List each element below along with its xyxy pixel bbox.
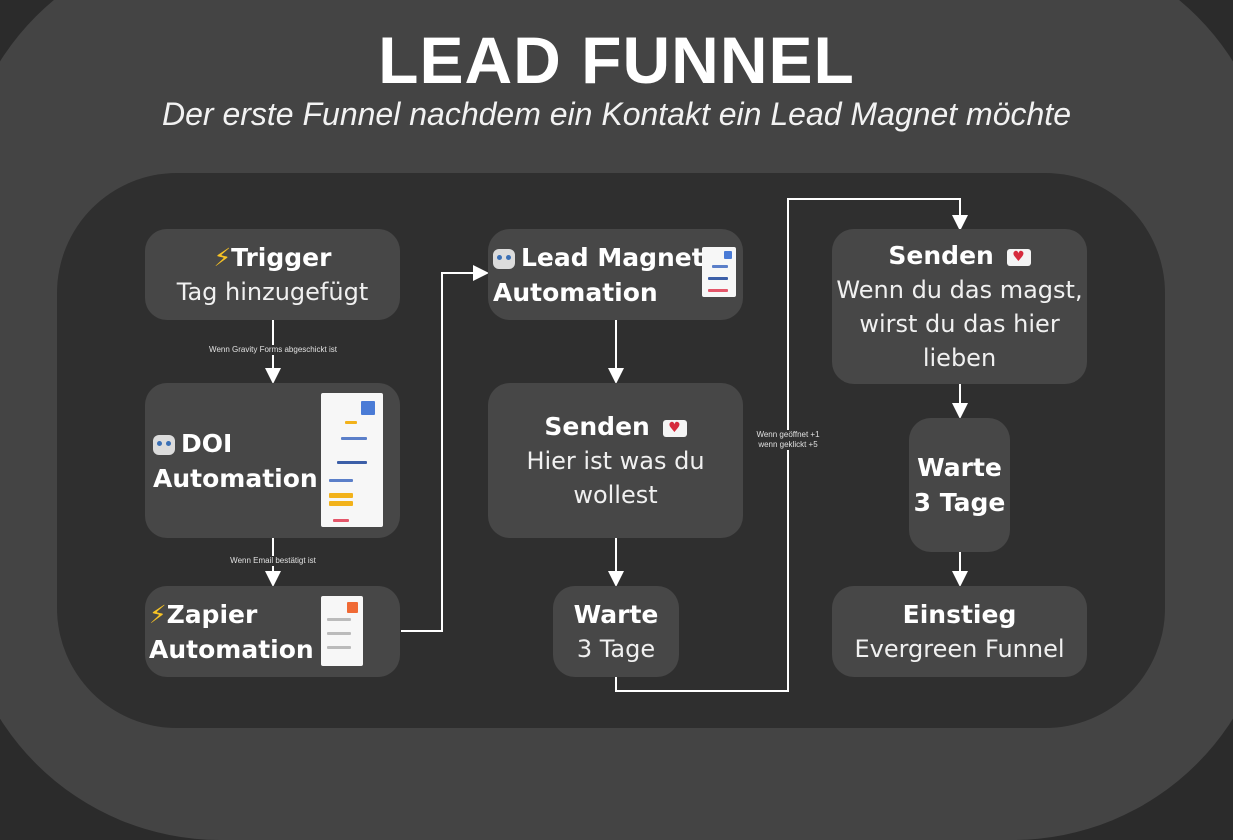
edge-label-gravity-forms: Wenn Gravity Forms abgeschickt ist [203, 345, 343, 355]
node-doi-automation[interactable]: DOI Automation [145, 383, 400, 538]
warte1-title: Warte [573, 600, 659, 629]
senden1-title: Senden [544, 412, 650, 441]
warte2-title-line1: Warte [917, 453, 1002, 482]
edge-label-clicked: wenn geklickt +5 [758, 440, 818, 449]
lightning-icon: ⚡ [213, 243, 232, 272]
node-lead-magnet-automation[interactable]: Lead Magnet Automation [488, 229, 743, 320]
zapier-workflow-thumbnail [321, 596, 363, 666]
doi-title-line1: DOI [181, 428, 233, 458]
senden1-line2: wollest [573, 481, 658, 509]
page-title: LEAD FUNNEL [378, 23, 855, 97]
einstieg-text: Evergreen Funnel [854, 635, 1065, 663]
edge-label-scoring: Wenn geöffnet +1 wenn geklickt +5 [752, 430, 824, 450]
lightning-icon: ⚡ [149, 599, 167, 629]
edge-label-email-confirmed: Wenn Email bestätigt ist [213, 556, 333, 566]
zapier-title-line2: Automation [149, 634, 314, 664]
edge-zapier-leadmagnet [401, 265, 489, 632]
senden2-line3: lieben [922, 344, 997, 372]
senden2-line2: wirst du das hier [859, 310, 1060, 338]
zapier-title-line1: Zapier [166, 599, 258, 629]
senden1-line1: Hier ist was du [526, 447, 705, 475]
doi-title-line2: Automation [153, 463, 318, 493]
node-senden-2[interactable]: Senden ♥ Wenn du das magst, wirst du das… [832, 229, 1087, 384]
senden2-title: Senden [888, 241, 994, 270]
page-subtitle: Der erste Funnel nachdem ein Kontakt ein… [162, 96, 1071, 132]
node-einstieg[interactable]: Einstieg Evergreen Funnel [832, 586, 1087, 677]
doi-workflow-thumbnail [321, 393, 383, 527]
trigger-text: Tag hinzugefügt [176, 278, 369, 306]
love-letter-icon: ♥ [1006, 248, 1031, 266]
love-letter-icon: ♥ [662, 419, 687, 437]
leadmagnet-title-line2: Automation [493, 277, 658, 307]
edge-label-opened: Wenn geöffnet +1 [756, 430, 820, 439]
robot-icon [153, 434, 175, 455]
node-senden-1[interactable]: Senden ♥ Hier ist was du wollest [488, 383, 743, 538]
node-warte-1[interactable]: Warte 3 Tage [553, 586, 679, 677]
senden2-line1: Wenn du das magst, [836, 276, 1083, 304]
node-warte-2[interactable]: Warte 3 Tage [909, 418, 1010, 552]
node-trigger[interactable]: ⚡Trigger Tag hinzugefügt [145, 229, 400, 320]
einstieg-title: Einstieg [902, 600, 1017, 629]
node-zapier-automation[interactable]: ⚡Zapier Automation [145, 586, 400, 677]
trigger-title: Trigger [231, 243, 332, 272]
leadmagnet-workflow-thumbnail [702, 247, 736, 297]
warte1-text: 3 Tage [576, 635, 656, 663]
warte2-title-line2: 3 Tage [913, 488, 1006, 517]
robot-icon [493, 248, 515, 269]
leadmagnet-title-line1: Lead Magnet [521, 242, 704, 272]
